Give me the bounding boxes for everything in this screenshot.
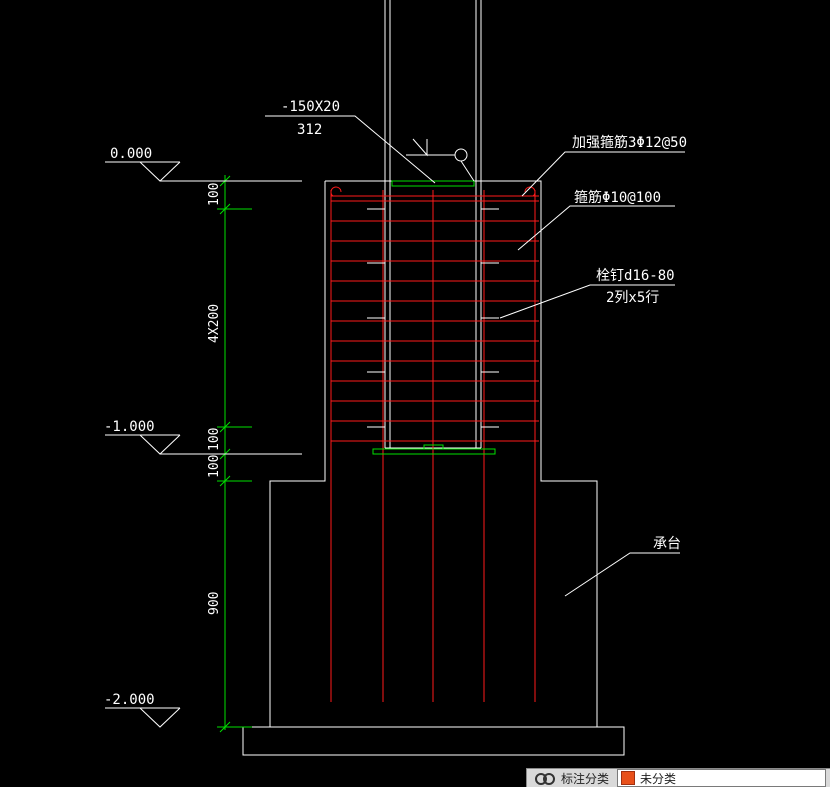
stirrup-annotation: 箍筋Φ10@100 <box>574 189 661 206</box>
annotation-category-toolbar: 标注分类 未分类 <box>526 768 830 787</box>
weld-symbol <box>406 138 475 182</box>
dimension-label-4: 100 <box>207 455 222 478</box>
category-dropdown[interactable]: 未分类 <box>617 769 826 787</box>
dimension-label-3: 100 <box>207 428 222 451</box>
stud-annotation-line2: 2列x5行 <box>606 290 659 306</box>
concrete-outline <box>242 180 625 756</box>
elevation-marks <box>105 161 302 728</box>
plate-annotation-line1: -150X20 <box>281 99 340 115</box>
dimension-label-5: 900 <box>207 592 222 615</box>
elevation-mid-label: -1.000 <box>104 419 155 435</box>
stud-annotation-line1: 栓钉d16-80 <box>596 268 675 284</box>
rebar-grid <box>330 186 539 702</box>
steel-plates <box>372 180 496 455</box>
category-icon[interactable] <box>535 771 555 785</box>
elevation-bottom-label: -2.000 <box>104 692 155 708</box>
category-swatch <box>621 771 636 785</box>
shear-studs <box>367 208 499 428</box>
category-value: 未分类 <box>640 771 677 786</box>
leader-lines <box>265 115 685 597</box>
dimension-label-2: 4X200 <box>207 304 222 343</box>
reinforce-stirrup-annotation: 加强箍筋3Φ12@50 <box>572 134 687 151</box>
category-label: 标注分类 <box>561 771 610 786</box>
dimension-label-1: 100 <box>207 183 222 206</box>
elevation-top-label: 0.000 <box>110 146 152 162</box>
pile-cap-annotation: 承台 <box>653 536 681 552</box>
plate-annotation-line2: 312 <box>297 122 322 138</box>
